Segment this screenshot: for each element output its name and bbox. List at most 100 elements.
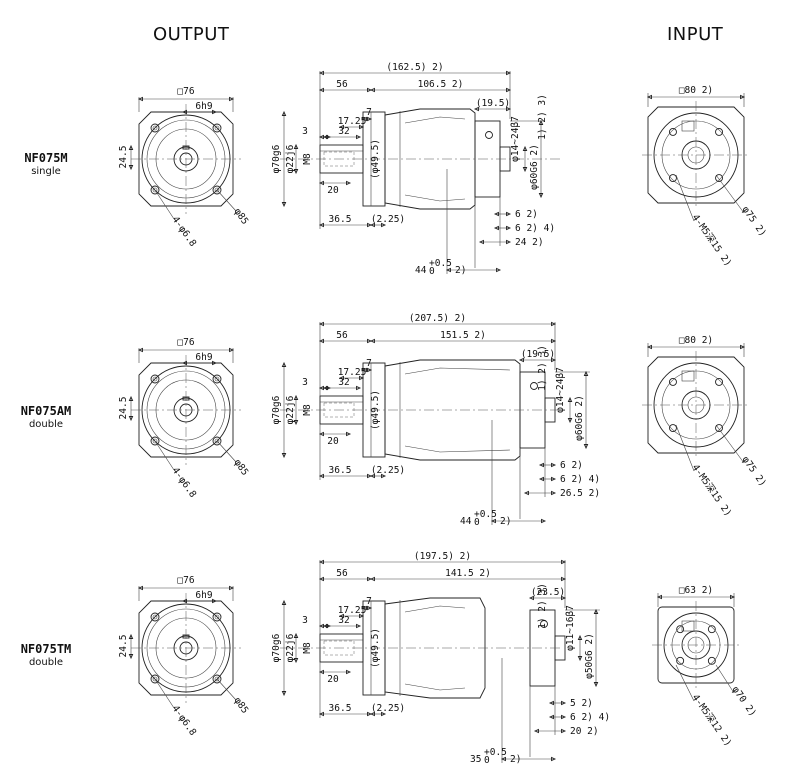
dimension-arrow bbox=[538, 462, 544, 468]
leader-line bbox=[715, 424, 745, 464]
clamp-screw-access bbox=[681, 620, 695, 632]
dimension-label: φ70g6 bbox=[271, 395, 282, 424]
dimension-arrow bbox=[367, 116, 373, 122]
dimension-arrow bbox=[369, 473, 375, 479]
dimension-label: φ60G6 2) bbox=[574, 395, 585, 441]
model-name: NF075AM bbox=[20, 404, 72, 418]
model-label-3: NF075TM double bbox=[1, 642, 91, 668]
dimension-arrow bbox=[356, 623, 362, 629]
dimension-arrow bbox=[318, 180, 324, 186]
dimension-arrow bbox=[506, 70, 512, 76]
dimension-label: 20 2) bbox=[570, 726, 599, 737]
dimension-label: +0.5 bbox=[484, 747, 507, 758]
leader-line bbox=[216, 678, 237, 701]
dimension-label: 35 bbox=[470, 754, 481, 765]
leader-line bbox=[675, 174, 695, 222]
dimension-arrow bbox=[181, 109, 187, 115]
dimension-label: 0 bbox=[474, 517, 480, 528]
dimension-label: 1) 2) 3) bbox=[537, 94, 548, 140]
dimension-arrow bbox=[229, 347, 235, 353]
mounting-hole bbox=[150, 612, 160, 622]
dimension-arrow bbox=[128, 144, 134, 150]
dimension-label: 4-φ6.8 bbox=[170, 465, 199, 500]
dimension-label: (197.5) 2) bbox=[414, 551, 471, 562]
dimension-label: 32 bbox=[338, 126, 349, 137]
dimension-arrow bbox=[522, 167, 528, 173]
dimension-arrow bbox=[293, 143, 299, 149]
dimension-arrow bbox=[567, 396, 573, 402]
dimension-arrow bbox=[506, 239, 512, 245]
dimension-label: 20 bbox=[327, 674, 339, 685]
dimension-arrow bbox=[318, 431, 324, 437]
dimension-arrow bbox=[281, 453, 287, 459]
dimension-arrow bbox=[506, 225, 512, 231]
dimension-label: 6 2) 4) bbox=[515, 223, 555, 234]
dimension-arrow bbox=[359, 613, 365, 619]
dimension-label: +0.5 bbox=[429, 258, 452, 269]
mounting-hole bbox=[152, 614, 158, 620]
mounting-hole bbox=[150, 674, 160, 684]
mounting-hole bbox=[152, 125, 158, 131]
flange-outline bbox=[138, 362, 234, 458]
dimension-arrow bbox=[318, 222, 324, 228]
dimension-label: 6 2) 4) bbox=[560, 474, 600, 485]
dimension-label: 36.5 bbox=[329, 214, 352, 225]
dimension-arrow bbox=[518, 357, 524, 363]
dimension-label: 6h9 bbox=[195, 101, 212, 112]
dimension-arrow bbox=[367, 338, 373, 344]
dimension-label: (19.5) bbox=[476, 98, 510, 109]
dimension-arrow bbox=[356, 385, 362, 391]
mounting-hole bbox=[150, 436, 160, 446]
dimension-arrow bbox=[361, 605, 367, 611]
dimension-label: □80 2) bbox=[679, 85, 713, 96]
dimension-arrow bbox=[293, 169, 299, 175]
dimension-label: 6 2) 4) bbox=[570, 712, 610, 723]
dimension-arrow bbox=[381, 711, 387, 717]
dimension-arrow bbox=[551, 357, 557, 363]
dimension-label: φ70g6 bbox=[271, 144, 282, 173]
dimension-arrow bbox=[281, 110, 287, 116]
dimension-label: (19.5) bbox=[521, 349, 555, 360]
dimension-arrow bbox=[496, 267, 502, 273]
flange-outline bbox=[138, 600, 234, 696]
dimension-label: 4-M5深15 2) bbox=[690, 462, 734, 518]
dimension-label: 44 bbox=[460, 516, 472, 527]
input-header: INPUT bbox=[667, 24, 724, 45]
mounting-hole bbox=[212, 612, 222, 622]
dimension-label: 20 bbox=[327, 436, 339, 447]
dimension-label: M8 bbox=[302, 404, 313, 416]
dimension-label: 4-M5深12 2) bbox=[690, 692, 734, 748]
dimension-arrow bbox=[548, 714, 554, 720]
dimension-arrow bbox=[730, 594, 736, 600]
dimension-arrow bbox=[181, 360, 187, 366]
dimension-label: (207.5) 2) bbox=[409, 313, 466, 324]
input-flange-outline bbox=[647, 356, 745, 454]
mounting-hole bbox=[214, 614, 220, 620]
dimension-arrow bbox=[318, 321, 324, 327]
input-mounting-hole bbox=[676, 625, 685, 634]
dimension-arrow bbox=[212, 109, 218, 115]
dimension-label: M8 bbox=[302, 642, 313, 654]
dimension-arrow bbox=[367, 605, 373, 611]
dimension-arrow bbox=[369, 576, 375, 582]
dimension-label: 2) bbox=[455, 265, 466, 276]
dimension-label: 36.5 bbox=[329, 465, 352, 476]
dimension-arrow bbox=[538, 476, 544, 482]
dimension-arrow bbox=[528, 595, 534, 601]
dimension-arrow bbox=[561, 728, 567, 734]
mounting-hole bbox=[214, 438, 220, 444]
dimension-arrow bbox=[740, 344, 746, 350]
dimension-label: 6h9 bbox=[195, 590, 212, 601]
dimension-arrow bbox=[137, 347, 143, 353]
dimension-arrow bbox=[500, 756, 506, 762]
dimension-label: (2.25) bbox=[371, 214, 405, 225]
dimension-arrow bbox=[551, 476, 557, 482]
dimension-arrow bbox=[322, 623, 328, 629]
dimension-arrow bbox=[128, 395, 134, 401]
dimension-label: 56 bbox=[336, 568, 348, 579]
dimension-label: 26.5 2) bbox=[560, 488, 600, 499]
input-mounting-hole bbox=[707, 625, 716, 634]
dimension-label: φ75 2) bbox=[740, 204, 769, 238]
dimension-arrow bbox=[369, 711, 375, 717]
dimension-label: 20 bbox=[327, 185, 339, 196]
